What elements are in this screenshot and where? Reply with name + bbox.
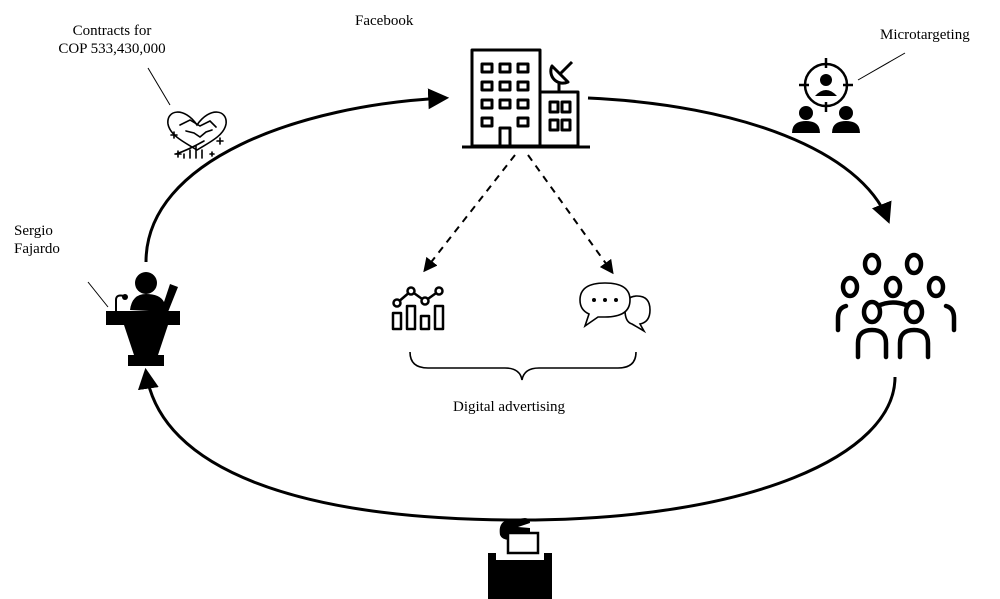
candidate-label: Sergio Fajardo xyxy=(14,222,60,258)
arrow-facebook-to-messaging xyxy=(527,154,614,275)
leader-candidate xyxy=(87,281,109,308)
leader-microtargeting xyxy=(857,52,906,81)
contracts-label-line-2: COP 533,430,000 xyxy=(58,41,166,57)
crowd-icon xyxy=(835,252,957,360)
digital-advertising-label: Digital advertising xyxy=(453,399,566,415)
digital-advertising-brace xyxy=(409,351,637,381)
arrow-facebook-to-audience xyxy=(587,96,892,224)
leader-contracts xyxy=(147,67,171,106)
arrow-audience-to-candidate xyxy=(138,367,897,522)
speaker-podium-icon xyxy=(106,272,180,366)
candidate-label-line-2: Fajardo xyxy=(14,241,60,257)
handshake-heart-icon xyxy=(167,111,227,159)
office-building-icon xyxy=(462,48,590,149)
contracts-label: Contracts for COP 533,430,000 xyxy=(52,22,172,58)
candidate-label-line-1: Sergio xyxy=(14,223,53,239)
arrow-facebook-to-analytics xyxy=(423,154,516,273)
target-audience-icon xyxy=(792,58,860,133)
arrow-candidate-to-facebook xyxy=(144,88,450,263)
ballot-box-icon xyxy=(488,518,552,599)
chat-bubbles-icon xyxy=(579,282,651,334)
facebook-label: Facebook xyxy=(355,13,414,29)
contracts-label-line-1: Contracts for xyxy=(72,23,152,39)
microtargeting-label: Microtargeting xyxy=(880,27,970,43)
bar-line-chart-icon xyxy=(391,286,445,331)
